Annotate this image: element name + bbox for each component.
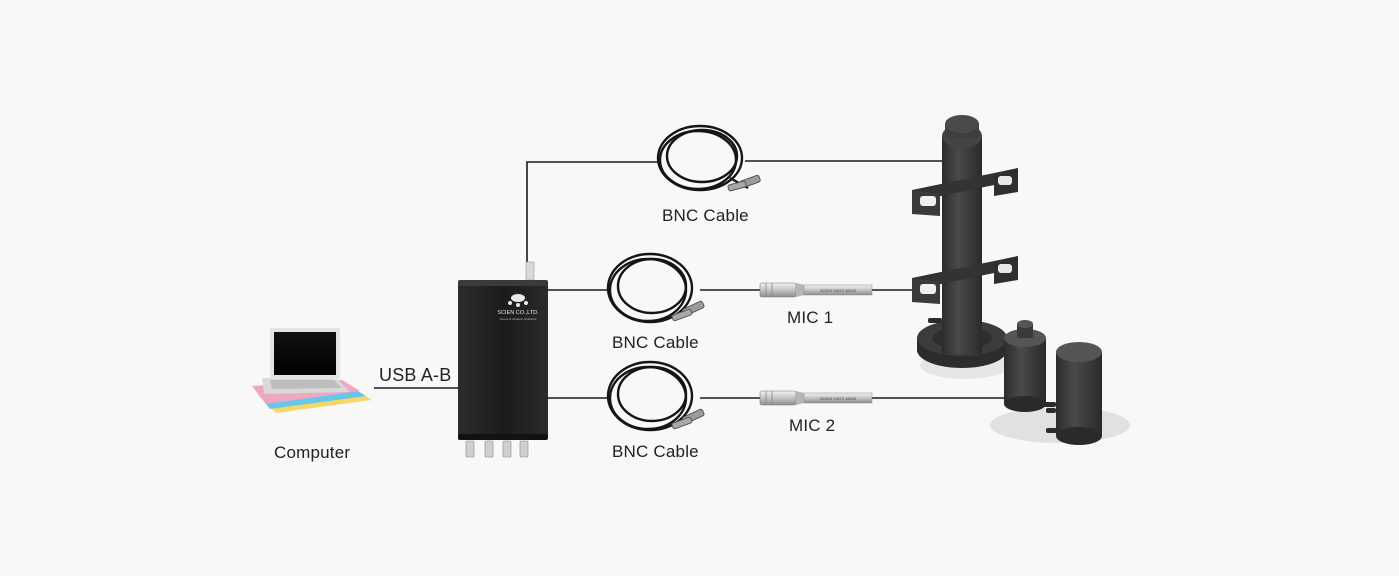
mic2-label: MIC 2 xyxy=(789,416,836,435)
test-fixture-icon xyxy=(912,115,1130,445)
top-line xyxy=(526,161,660,262)
microphone-2-icon: SCIEN CM73 18100 xyxy=(759,390,873,406)
computer-label: Computer xyxy=(274,443,351,462)
bnc-cable-bottom-label: BNC Cable xyxy=(612,442,699,461)
bnc-cable-mid-icon xyxy=(606,252,705,324)
usb-label: USB A-B xyxy=(379,365,452,385)
bnc-cable-top-icon xyxy=(656,124,761,192)
mic1-engraving: SCIEN CM73 18100 xyxy=(820,288,857,293)
daq-device: SCIEN CO.,LTD. Sound & vibration Solutio… xyxy=(458,261,548,458)
device-brand: SCIEN CO.,LTD. xyxy=(497,310,539,316)
mic2-engraving: SCIEN CM73 18100 xyxy=(820,396,857,401)
connection-lines xyxy=(374,160,1005,399)
mic1-label: MIC 1 xyxy=(787,308,834,327)
bnc-cable-mid-label: BNC Cable xyxy=(612,333,699,352)
bnc-cable-bottom-icon xyxy=(606,360,705,432)
bnc-cable-top-label: BNC Cable xyxy=(662,206,749,225)
bnc-ports xyxy=(465,440,529,458)
device-tagline: Sound & vibration Solutions xyxy=(500,317,537,321)
brand-logo-icon xyxy=(508,294,528,307)
laptop-icon xyxy=(252,328,372,413)
microphone-1-icon: SCIEN CM73 18100 xyxy=(759,282,873,298)
